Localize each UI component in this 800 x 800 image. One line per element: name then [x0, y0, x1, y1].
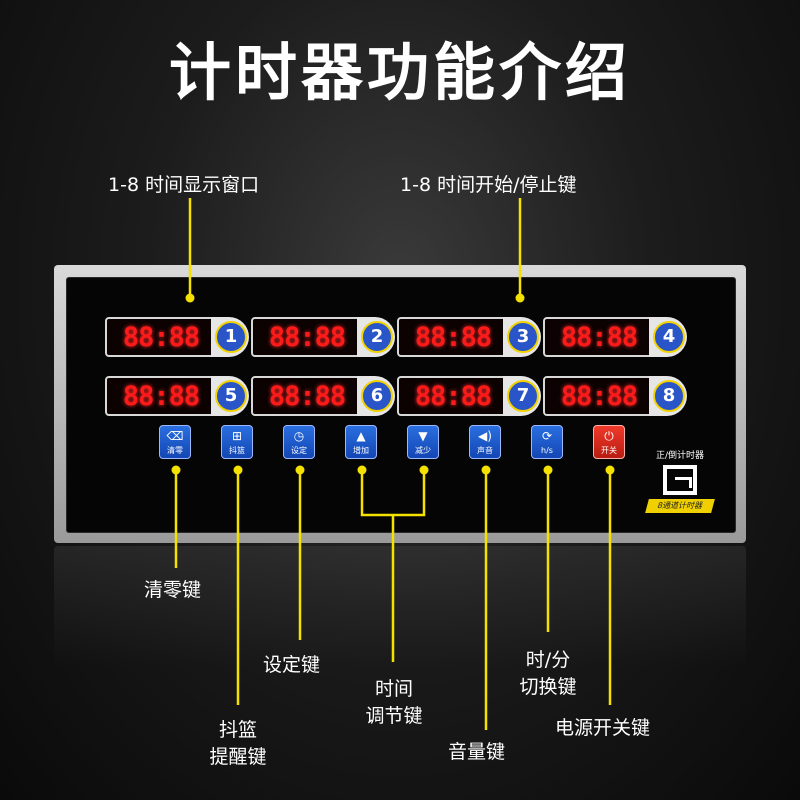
brand-block: 正/倒计时器 8通道计时器: [640, 448, 720, 513]
timer-display-7: 88:88: [397, 376, 509, 416]
increase-button[interactable]: ▲ 增加: [345, 425, 377, 459]
callout-adjust-line2: 调节键: [365, 705, 423, 727]
brand-mode-text: 正/倒计时器: [655, 451, 705, 461]
basket-shake-button[interactable]: ⊞ 抖篮: [221, 425, 253, 459]
set-button[interactable]: ◷ 设定: [283, 425, 315, 459]
dot-increase: [357, 465, 367, 475]
arrow-down-icon: ▼: [418, 429, 428, 443]
set-button-label: 设定: [291, 446, 307, 455]
timer-channel-8: 88:88 8: [543, 376, 687, 416]
increase-button-label: 增加: [353, 446, 369, 455]
timer-button-7[interactable]: 7: [507, 380, 539, 412]
basket-icon: ⊞: [231, 429, 243, 443]
clock-icon: ◷: [293, 429, 305, 443]
callout-display-window: 1-8 时间显示窗口: [108, 174, 260, 196]
timer-display-2: 88:88: [251, 317, 363, 357]
timer-display-1: 88:88: [105, 317, 217, 357]
dot-basket: [233, 465, 243, 475]
timer-button-6[interactable]: 6: [361, 380, 393, 412]
clear-button[interactable]: ⌫ 清零: [159, 425, 191, 459]
timer-button-3[interactable]: 3: [507, 321, 539, 353]
timer-display-3: 88:88: [397, 317, 509, 357]
dot-set: [295, 465, 305, 475]
power-button[interactable]: ⏻ 开关: [593, 425, 625, 459]
dot-decrease: [419, 465, 429, 475]
refresh-icon: ⟳: [541, 429, 553, 443]
timer-channel-7: 88:88 7: [397, 376, 541, 416]
timer-display-8: 88:88: [543, 376, 655, 416]
callout-clear: 清零键: [144, 579, 202, 601]
callout-basket-line2: 提醒键: [209, 746, 267, 768]
timer-button-1[interactable]: 1: [215, 321, 247, 353]
sound-button-label: 声音: [477, 446, 493, 455]
callout-hs-line2: 切换键: [519, 676, 577, 698]
basket-shake-button-label: 抖篮: [229, 446, 245, 455]
dot-display-window: [185, 293, 195, 303]
callout-sound: 音量键: [448, 741, 506, 763]
panel-reflection: [54, 546, 746, 666]
callout-set: 设定键: [263, 654, 321, 676]
timer-display-5: 88:88: [105, 376, 217, 416]
timer-button-8[interactable]: 8: [653, 380, 685, 412]
hour-minute-toggle-button-label: h/s: [541, 446, 553, 455]
dot-clear: [171, 465, 181, 475]
callout-basket-line1: 抖篮: [218, 719, 257, 741]
callout-adjust-line1: 时间: [374, 678, 413, 700]
timer-display-4: 88:88: [543, 317, 655, 357]
dot-power: [605, 465, 615, 475]
hour-minute-toggle-button[interactable]: ⟳ h/s: [531, 425, 563, 459]
power-button-label: 开关: [601, 446, 617, 455]
decrease-button[interactable]: ▼ 减少: [407, 425, 439, 459]
timer-panel-face: 88:88 1 88:88 2 88:88 3 88:88 4 88:88 5 …: [66, 277, 736, 533]
callout-power: 电源开关键: [555, 717, 651, 739]
decrease-button-label: 减少: [415, 446, 431, 455]
page-title: 计时器功能介绍: [168, 36, 631, 109]
timer-button-2[interactable]: 2: [361, 321, 393, 353]
sound-button[interactable]: ◀) 声音: [469, 425, 501, 459]
timer-channel-1: 88:88 1: [105, 317, 249, 357]
callout-hs-line1: 时/分: [525, 649, 571, 671]
timer-channel-6: 88:88 6: [251, 376, 395, 416]
callout-adjust: 时间 调节键: [352, 674, 436, 728]
timer-button-5[interactable]: 5: [215, 380, 247, 412]
clear-button-label: 清零: [167, 446, 183, 455]
arrow-up-icon: ▲: [356, 429, 366, 443]
speaker-icon: ◀): [478, 429, 492, 443]
dot-start-stop: [515, 293, 525, 303]
broom-icon: ⌫: [166, 429, 184, 443]
timer-channel-3: 88:88 3: [397, 317, 541, 357]
callout-basket: 抖篮 提醒键: [200, 715, 276, 769]
timer-channel-4: 88:88 4: [543, 317, 687, 357]
timer-display-6: 88:88: [251, 376, 363, 416]
callout-hs: 时/分 切换键: [508, 645, 588, 699]
power-icon: ⏻: [604, 429, 614, 443]
timer-channel-5: 88:88 5: [105, 376, 249, 416]
line-adjust-bracket: [360, 470, 426, 517]
timer-panel: 88:88 1 88:88 2 88:88 3 88:88 4 88:88 5 …: [54, 265, 746, 543]
callout-start-stop: 1-8 时间开始/停止键: [400, 174, 577, 196]
timer-channel-2: 88:88 2: [251, 317, 395, 357]
timer-button-4[interactable]: 4: [653, 321, 685, 353]
dot-hs: [543, 465, 553, 475]
brand-logo: [663, 465, 697, 495]
dot-sound: [481, 465, 491, 475]
